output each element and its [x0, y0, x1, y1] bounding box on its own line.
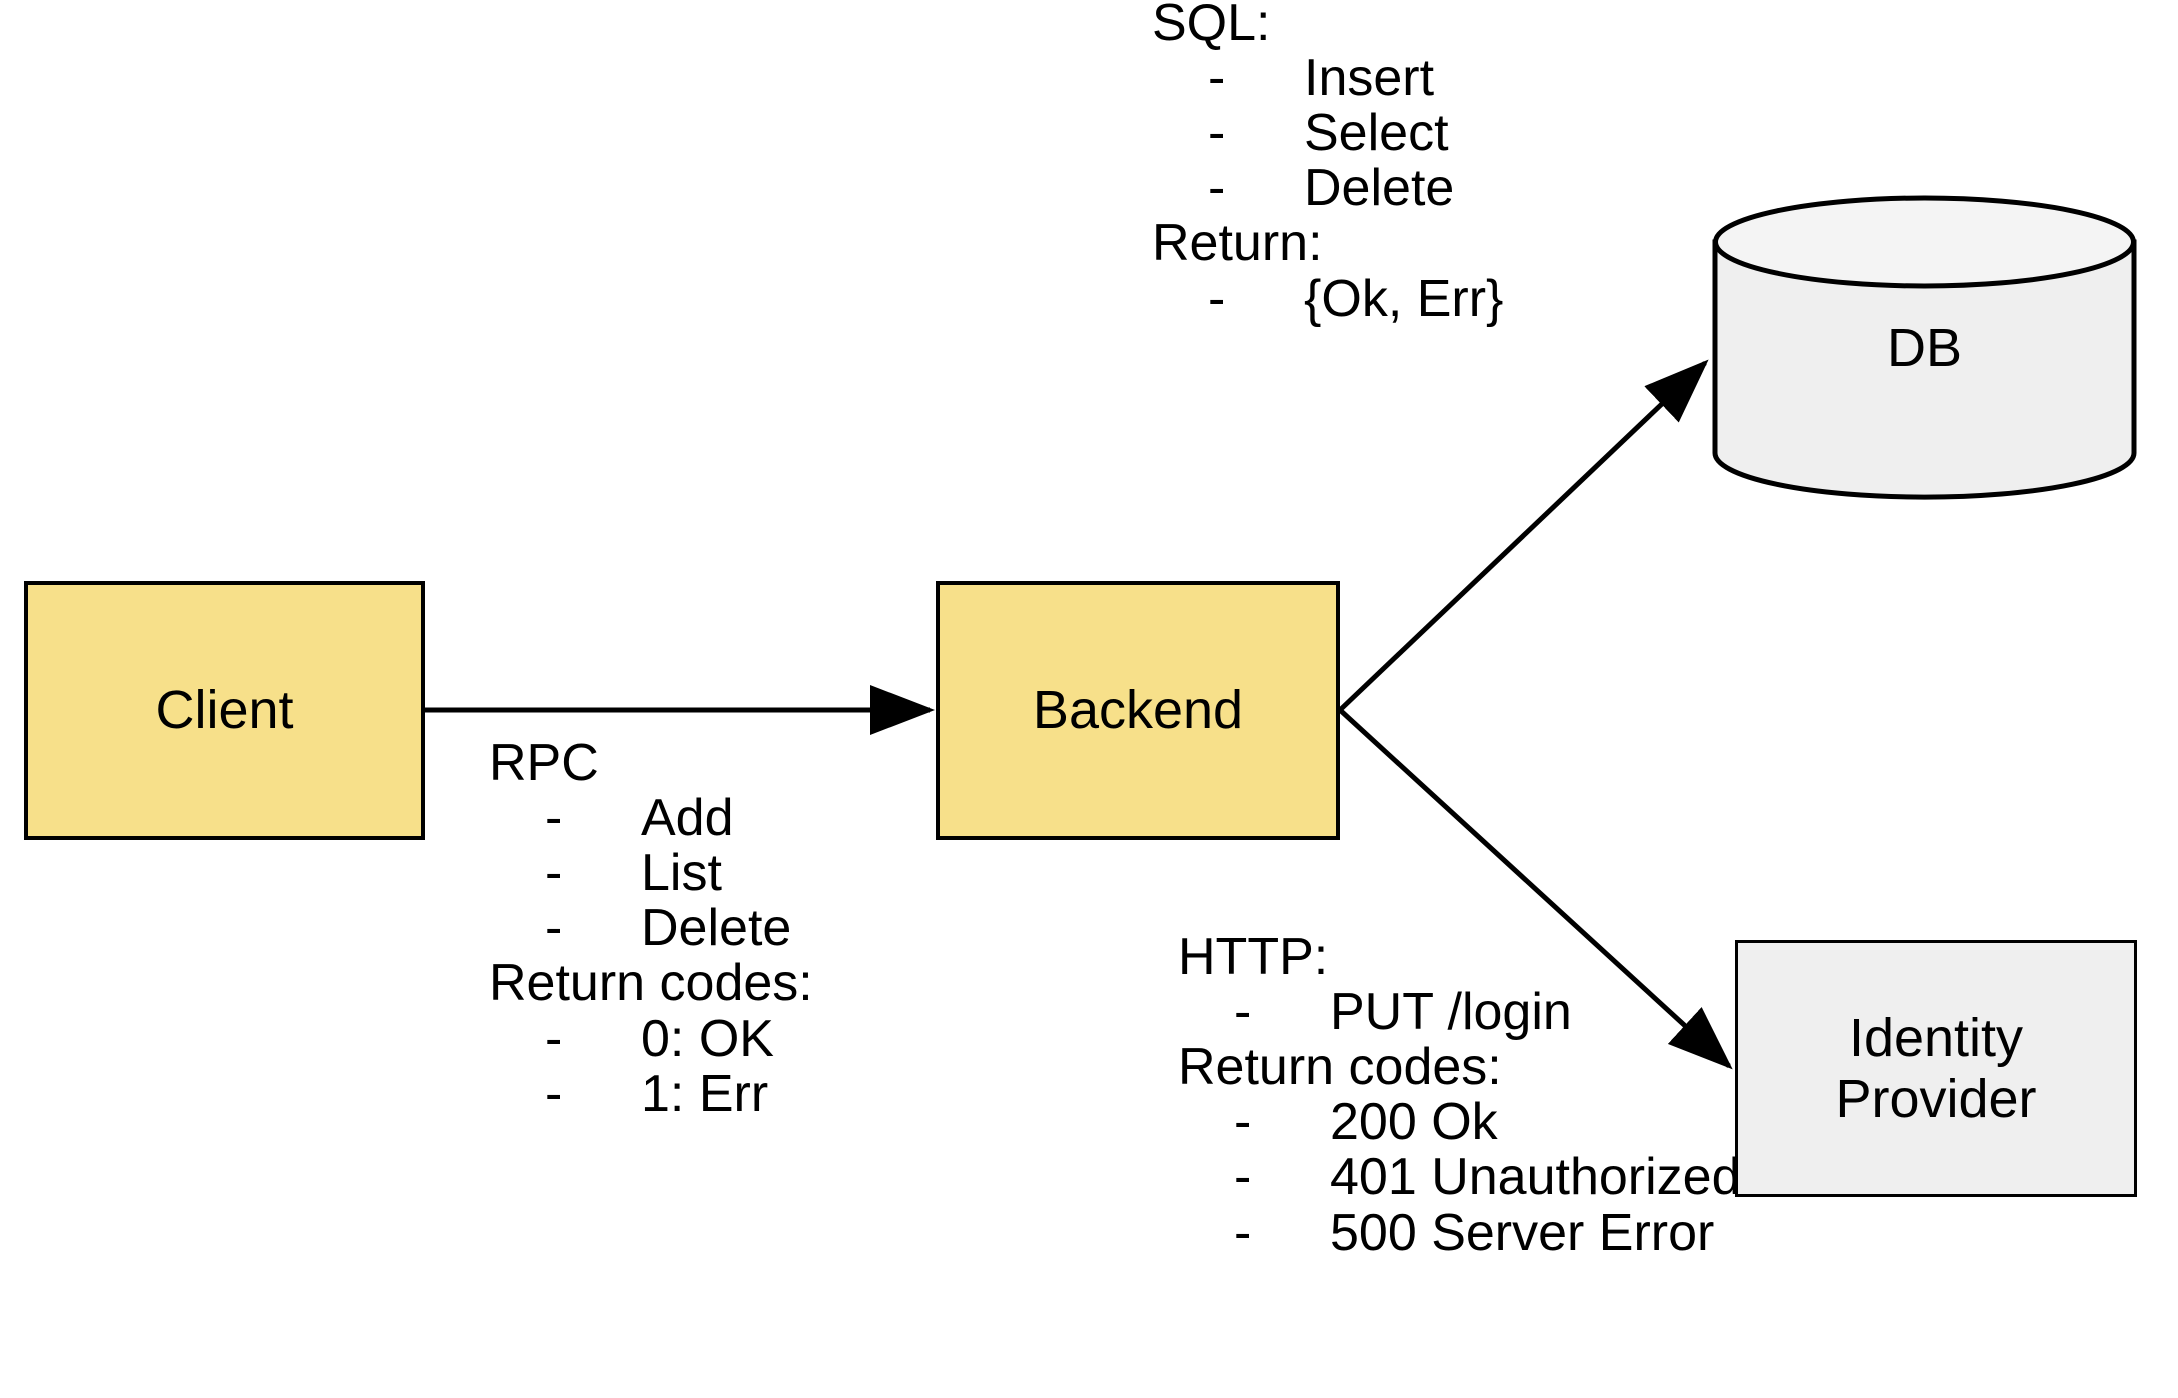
annotation-sql-item: - Select — [1152, 106, 1503, 161]
annotation-rpc-item: - List — [489, 846, 813, 901]
bullet-dash-icon: - — [1208, 159, 1226, 218]
annotation-sql-item: - Delete — [1152, 161, 1503, 216]
annotation-rpc-return-item: - 1: Err — [489, 1064, 813, 1123]
annotation-http-item-text: PUT /login — [1330, 983, 1572, 1042]
annotation-rpc-item-text: Delete — [641, 899, 792, 958]
annotation-rpc-item-text: Add — [641, 789, 734, 848]
node-db[interactable]: DB — [1712, 195, 2137, 500]
node-backend-label: Backend — [1032, 680, 1244, 741]
annotation-sql-item: - Insert — [1152, 49, 1503, 108]
annotation-rpc-item: - Delete — [489, 901, 813, 956]
bullet-dash-icon: - — [1234, 1093, 1252, 1152]
bullet-dash-icon: - — [1234, 1203, 1252, 1262]
node-client[interactable]: Client — [24, 581, 425, 840]
annotation-rpc-item: - Add — [489, 789, 813, 848]
bullet-dash-icon: - — [1234, 983, 1252, 1042]
annotation-rpc-returns-heading: Return codes: — [489, 954, 813, 1013]
node-identity-provider[interactable]: Identity Provider — [1735, 940, 2137, 1197]
annotation-rpc-return-item: - 0: OK — [489, 1009, 813, 1068]
bullet-dash-icon: - — [545, 1064, 563, 1123]
database-cylinder-icon — [1712, 195, 2137, 500]
annotation-http-returns-heading: Return codes: — [1178, 1038, 1502, 1097]
bullet-dash-icon: - — [545, 789, 563, 848]
node-db-label: DB — [1886, 317, 1962, 378]
annotation-http-return-text: 401 Unauthorized — [1330, 1148, 1741, 1207]
bullet-dash-icon: - — [1234, 1148, 1252, 1207]
annotation-http-return-item: - 500 Server Error — [1178, 1203, 1741, 1262]
annotation-http-return-item: - 401 Unauthorized — [1178, 1150, 1741, 1205]
annotation-rpc-return-text: 1: Err — [641, 1064, 769, 1123]
annotation-rpc: RPC - Add - List - Delete Return codes: - 0:… — [489, 734, 813, 1123]
annotation-sql: SQL: - Insert - Select - Delete Return: - {O… — [1152, 0, 1503, 327]
annotation-sql-item-text: Delete — [1304, 159, 1455, 218]
annotation-http: HTTP: -PUT /login Return codes: -200 Ok … — [1178, 928, 1741, 1262]
annotation-http-heading: HTTP: — [1178, 928, 1329, 986]
bullet-dash-icon: - — [1208, 269, 1226, 328]
annotation-sql-item-text: Insert — [1304, 49, 1435, 108]
edge-backend-to-db — [1338, 359, 1709, 712]
annotation-rpc-return-text: 0: OK — [641, 1009, 774, 1068]
node-client-label: Client — [155, 680, 294, 741]
bullet-dash-icon: - — [545, 899, 563, 958]
annotation-http-return-text: 500 Server Error — [1330, 1203, 1715, 1262]
annotation-http-return-text: 200 Ok — [1330, 1093, 1498, 1152]
annotation-sql-heading: SQL: — [1152, 0, 1271, 52]
node-backend[interactable]: Backend — [936, 581, 1340, 840]
annotation-sql-return-item: - {Ok, Err} — [1152, 269, 1504, 328]
bullet-dash-icon: - — [545, 1009, 563, 1068]
annotation-sql-return-text: {Ok, Err} — [1304, 269, 1504, 328]
annotation-http-item: - PUT /login — [1178, 983, 1741, 1042]
annotation-sql-item-text: Select — [1304, 104, 1449, 163]
bullet-dash-icon: - — [1208, 104, 1226, 163]
annotation-http-return-item: - 200 Ok — [1178, 1095, 1741, 1150]
annotation-rpc-heading: RPC — [489, 734, 599, 792]
annotation-sql-returns-heading: Return: — [1152, 214, 1323, 273]
bullet-dash-icon: - — [545, 844, 563, 903]
bullet-dash-icon: - — [1208, 49, 1226, 108]
node-identity-provider-label: Identity Provider — [1835, 1008, 2037, 1129]
annotation-rpc-item-text: List — [641, 844, 722, 903]
